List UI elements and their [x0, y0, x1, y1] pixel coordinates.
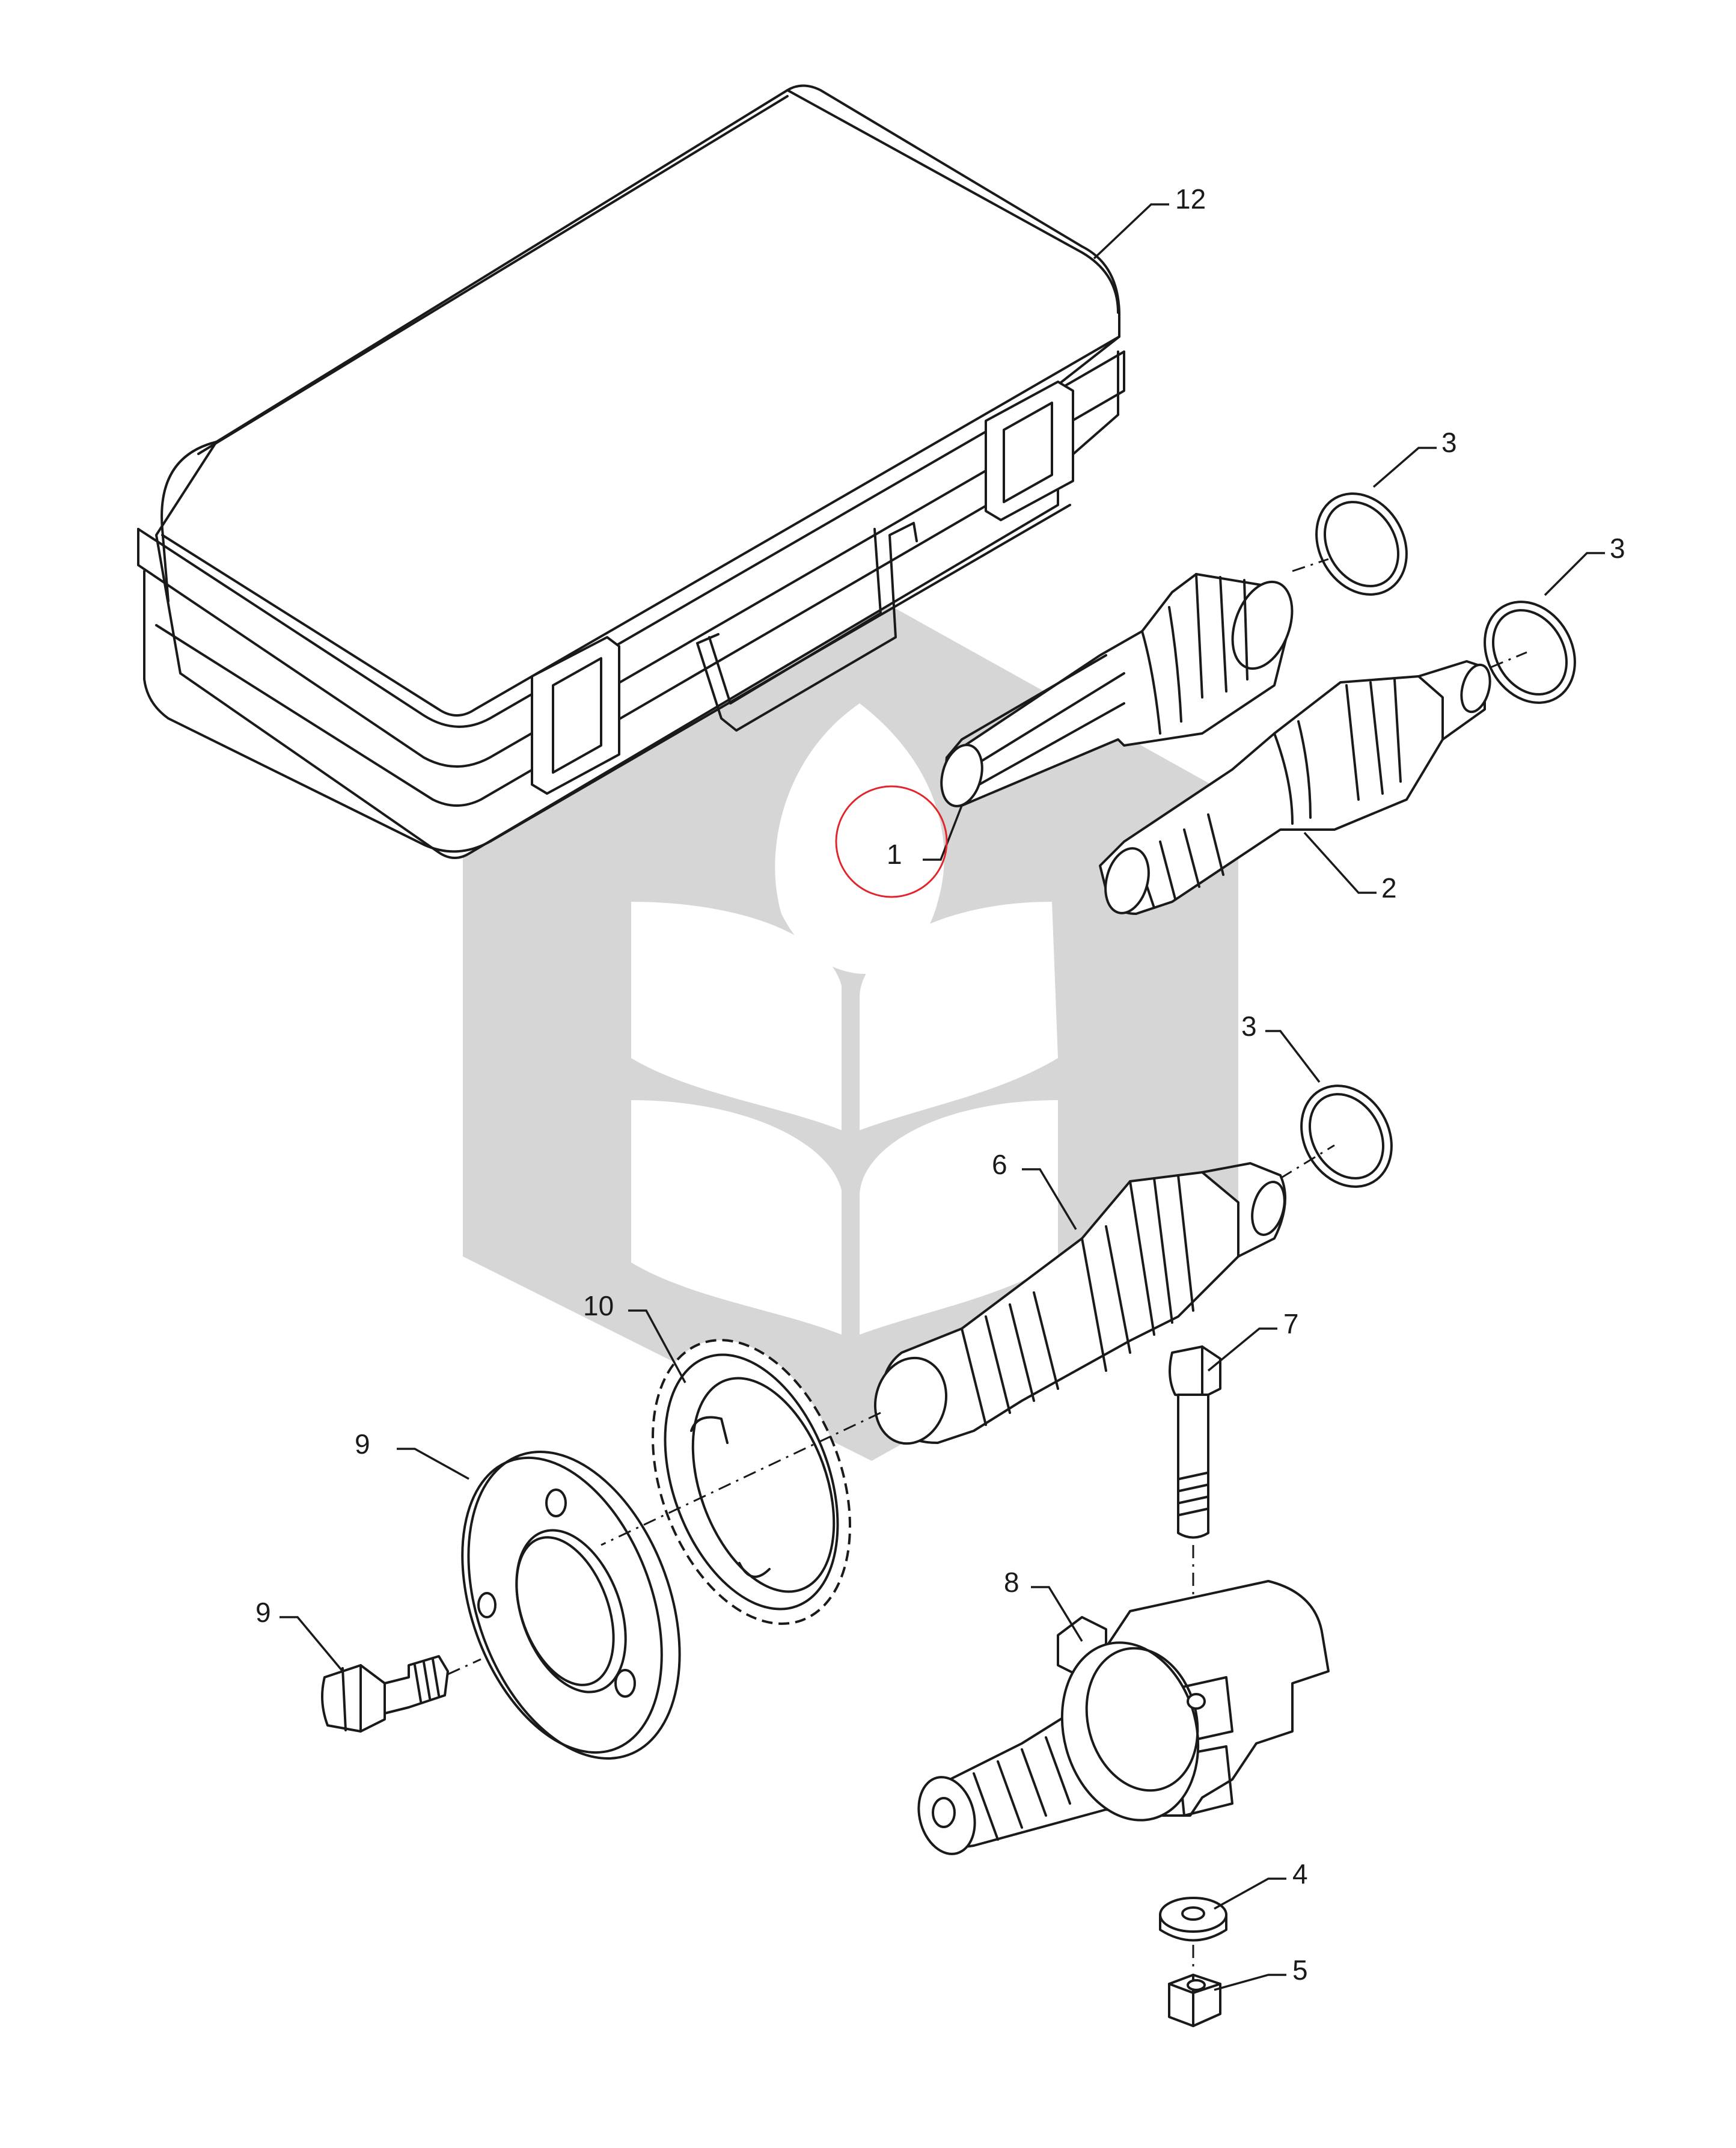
- callout-9: 9: [255, 1597, 271, 1628]
- o-ring-3c: [1300, 1085, 1393, 1188]
- bolt-part-7: [1169, 1345, 1221, 1539]
- shaft-part-1: [940, 573, 1294, 807]
- callout-7: 7: [1283, 1308, 1299, 1339]
- washer-part-4: [1159, 1897, 1227, 1942]
- callout-labels: 12 3 3 1 2 3 6 7 8 10 9 9 9 9 4 5: [255, 183, 1625, 1986]
- carrying-case: [137, 84, 1125, 859]
- callout-3a: 3: [1441, 427, 1457, 458]
- leader-lines: [280, 203, 1605, 1991]
- callout-1: 1: [887, 839, 902, 870]
- wheat-leaf-logo-icon: [463, 595, 1238, 1461]
- o-ring-3b: [1484, 601, 1576, 704]
- bolt-part-9: [321, 1655, 449, 1733]
- callout-5: 5: [1292, 1954, 1308, 1986]
- callout-11: 10: [583, 1290, 614, 1321]
- callout-3b: 3: [1610, 533, 1625, 564]
- o-ring-3a: [1315, 492, 1408, 596]
- callout-10: 9: [355, 1428, 370, 1460]
- flange-plate-part-10: [461, 1451, 681, 1760]
- callout-4: 4: [1292, 1858, 1308, 1889]
- callout-6: 6: [992, 1149, 1007, 1180]
- nut-part-5: [1168, 1974, 1221, 2027]
- shaft-part-2: [1099, 660, 1491, 915]
- callout-3c: 3: [1241, 1011, 1257, 1042]
- callout-12: 12: [1175, 183, 1206, 215]
- highlight-circle: [835, 785, 948, 898]
- callout-8: 8: [1004, 1567, 1019, 1598]
- shaft-part-6: [873, 1162, 1286, 1445]
- yoke-shaft-part-8: [917, 1580, 1330, 1855]
- callout-2: 2: [1381, 872, 1397, 904]
- gear-ring-part-11: [652, 1339, 851, 1625]
